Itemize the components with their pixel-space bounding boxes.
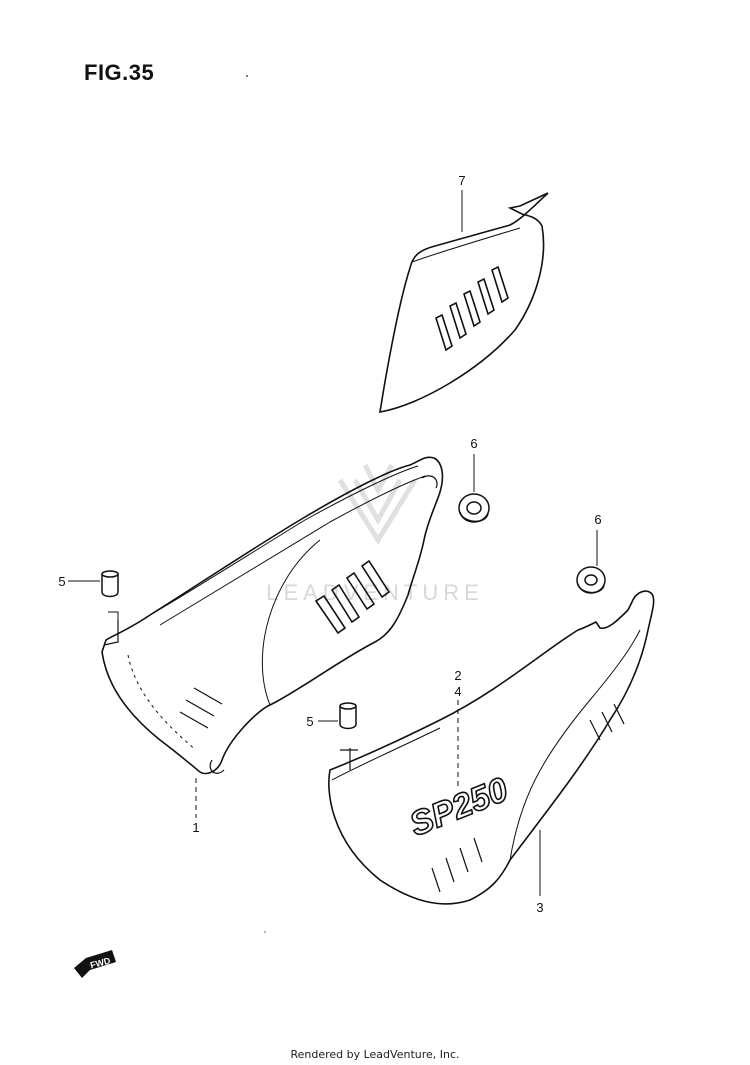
callout-7: 7: [458, 173, 465, 188]
fwd-direction-badge: FWD: [74, 950, 116, 978]
callout-6b: 6: [594, 512, 601, 527]
part-6-grommet-upper: [458, 493, 490, 523]
part-5-grommet-left: [101, 570, 119, 598]
part-5-grommet-center: [339, 702, 357, 730]
part-7-upper-cover: [379, 192, 549, 413]
callout-5b: 5: [306, 714, 313, 729]
figure-title: FIG.35: [84, 60, 155, 85]
watermark: LEADVENTURE: [266, 463, 484, 605]
fwd-arrow-icon: [74, 950, 116, 978]
part-3-right-side-cover: [328, 590, 655, 905]
footer-credit: Rendered by LeadVenture, Inc.: [290, 1048, 460, 1061]
emblem-sp250: SP250: [404, 770, 513, 844]
callout-4: 4: [454, 684, 461, 699]
callout-3: 3: [536, 900, 543, 915]
watermark-text: LEADVENTURE: [266, 580, 484, 605]
callout-6a: 6: [470, 436, 477, 451]
part-6-grommet-right: [576, 566, 606, 594]
part-2-4-emblem: SP250: [404, 770, 515, 845]
callout-1: 1: [192, 820, 199, 835]
callout-2: 2: [454, 668, 461, 683]
part-1-left-side-cover: [101, 456, 444, 775]
callout-5a: 5: [58, 574, 65, 589]
watermark-logo-icon: [337, 463, 418, 545]
